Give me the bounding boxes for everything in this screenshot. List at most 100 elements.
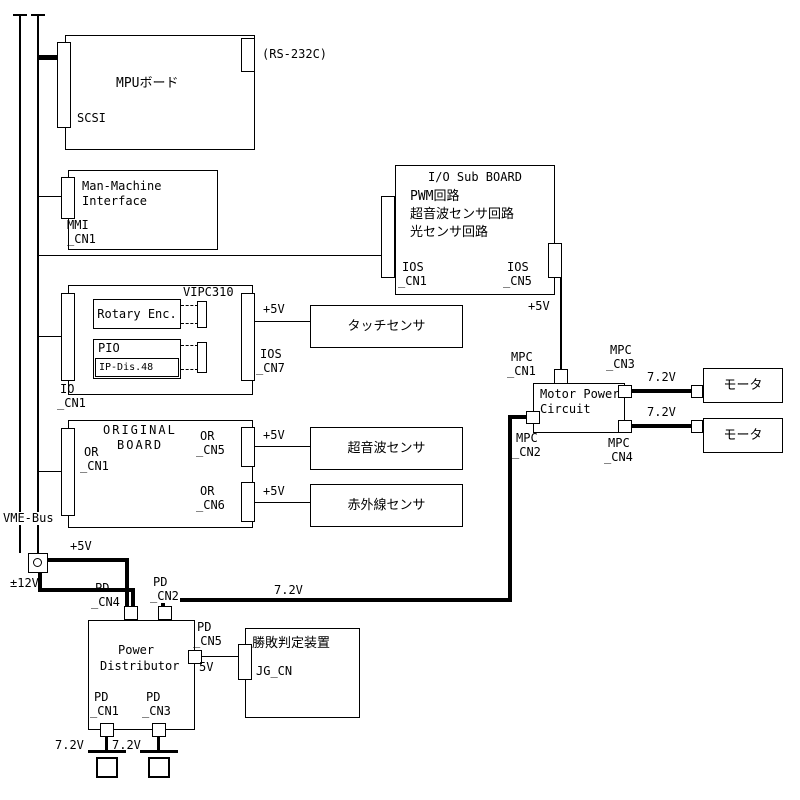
motor-power-circuit-title-line1: Motor Power — [540, 387, 620, 401]
pd-cn3-connector — [152, 723, 166, 737]
plus5v-label-touch: +5V — [263, 302, 285, 316]
mmi-cn1-connector — [61, 177, 75, 219]
plus5v-feed-horizontal — [46, 558, 129, 562]
judge-device-title: 勝敗判定装置 — [252, 636, 331, 651]
ios-cn5-connector — [548, 243, 562, 278]
mpc-cn2-label-line1: MPC — [516, 431, 538, 445]
ios-cn7-label-line2: _CN7 — [256, 361, 285, 375]
pd-cn5-label-line2: _CN5 — [193, 634, 222, 648]
pm12v-feed-label: ±12V — [10, 576, 39, 590]
jg-cn-connector — [238, 644, 252, 680]
mpc-cn3-label-line1: MPC — [610, 343, 632, 357]
pd-cn2-label-line1: PD — [153, 575, 168, 589]
or-cn5-label-line2: _CN5 — [196, 443, 225, 457]
battery1-cell — [96, 757, 118, 778]
mmi-title-line2: Interface — [82, 194, 148, 208]
motor1-voltage-label: 7.2V — [647, 370, 676, 384]
mpc-cn1-connector — [554, 369, 568, 384]
motor2-voltage-label: 7.2V — [647, 405, 676, 419]
pd-cn5-to-judge-line — [202, 656, 238, 657]
rotary-mini-connector — [197, 301, 207, 328]
pio-label: PIO — [98, 341, 120, 355]
mpc-cn2-connector — [526, 411, 540, 424]
motor-power-circuit-box — [533, 383, 625, 433]
ip-dis48-label: IP-Dis.48 — [99, 362, 154, 373]
bus-to-original-line — [39, 471, 61, 472]
jg-cn-label: JG_CN — [256, 664, 293, 678]
original-board-title-line2: BOARD — [117, 438, 164, 452]
pio-mini-connector — [197, 342, 207, 373]
motor2-box: モータ — [703, 418, 783, 453]
pd-cn1-label-line1: PD — [94, 690, 109, 704]
pd-cn4-connector — [124, 606, 138, 620]
pd-cn5-voltage-label: 5V — [199, 660, 214, 674]
original-board — [68, 420, 253, 528]
io-sub-board — [395, 165, 555, 295]
or-cn1-label-line1: OR — [84, 445, 99, 459]
bus-to-iosub-line — [39, 255, 381, 256]
mpc-cn3-to-motor1-line — [632, 389, 691, 393]
or-cn5-label-line1: OR — [200, 429, 215, 443]
bus-to-vipc-line — [39, 336, 61, 337]
or-cn5-connector — [241, 427, 255, 467]
motor1-connector — [691, 385, 703, 398]
motor-power-circuit-title-line2: Circuit — [540, 402, 591, 416]
or-cn6-connector — [241, 482, 255, 522]
mpc-cn3-label-line2: _CN3 — [606, 357, 635, 371]
original-board-title-line1: ORIGINAL — [103, 423, 177, 437]
vipc-io-cn1-label-line2: _CN1 — [56, 396, 87, 410]
pm12v-feed-vertical1 — [38, 573, 42, 592]
battery1-voltage-label: 7.2V — [55, 738, 84, 752]
vipc-io-cn1-connector — [61, 293, 75, 381]
mmi-title-line1: Man-Machine — [82, 179, 162, 193]
pd-cn3-label-line1: PD — [146, 690, 161, 704]
pd-cn2-connector — [158, 606, 172, 620]
pd-cn5-connector — [188, 650, 202, 664]
plus5v-label-infrared: +5V — [263, 484, 285, 498]
battery2-cell — [148, 757, 170, 778]
mpc-cn2-label-line2: _CN2 — [512, 445, 541, 459]
io-sub-function-light: 光センサ回路 — [410, 225, 489, 240]
mpc-cn1-label-line1: MPC — [511, 350, 533, 364]
mpc-cn1-label-line2: _CN1 — [507, 364, 536, 378]
ultrasonic-sensor-box: 超音波センサ — [310, 427, 463, 470]
ios-cn1-connector — [381, 196, 395, 278]
vipc-io-cn1-label-line1: IO — [60, 382, 75, 396]
mpu-rs232c-label: (RS-232C) — [262, 47, 328, 61]
ios-cn7-connector — [241, 293, 255, 381]
bus-to-mmi-line — [39, 196, 61, 197]
motor2-label: モータ — [723, 428, 763, 443]
power-distributor-title-line1: Power — [118, 643, 155, 657]
or-cn6-label-line1: OR — [200, 484, 215, 498]
or-cn1-connector — [61, 428, 75, 516]
vme-bus-label: VME-Bus — [2, 511, 55, 525]
pd-cn1-label-line2: _CN1 — [90, 704, 119, 718]
mpc-cn4-to-motor2-line — [632, 424, 691, 428]
mpu-scsi-label: SCSI — [77, 111, 106, 125]
plus5v-label-ultrasonic: +5V — [263, 428, 285, 442]
rotary-encoder-label: Rotary Enc. — [97, 306, 177, 321]
pd-to-mpc-vertical-line — [508, 415, 512, 602]
battery1-terminal-bar — [88, 750, 126, 753]
pm12v-feed-horizontal — [38, 588, 135, 592]
io-sub-function-pwm: PWM回路 — [410, 189, 460, 204]
touch-sensor-label: タッチセンサ — [347, 319, 426, 334]
battery2-terminal-bar — [140, 750, 178, 753]
power-distributor-box — [88, 620, 195, 730]
pd-cn4-label-line1: PD — [95, 581, 110, 595]
ios-cn5-label-line2: _CN5 — [503, 274, 532, 288]
cn6-to-infrared-line — [255, 502, 310, 503]
mpc-cn4-connector — [618, 420, 632, 433]
ios-cn1-label-line1: IOS — [402, 260, 424, 274]
mpu-board — [65, 35, 255, 150]
rotary-encoder-module: Rotary Enc. — [93, 299, 181, 329]
plus5v-label-mpc: +5V — [528, 299, 550, 313]
motor1-box: モータ — [703, 368, 783, 403]
or-cn6-label-line2: _CN6 — [196, 498, 225, 512]
mpc-cn4-label-line1: MPC — [608, 436, 630, 450]
pio-dashed-link-bottom — [181, 369, 198, 370]
vipc310-title: VIPC310 — [183, 285, 234, 299]
mpu-rs232c-connector — [241, 38, 255, 72]
bus-to-mpu-line — [38, 55, 58, 60]
